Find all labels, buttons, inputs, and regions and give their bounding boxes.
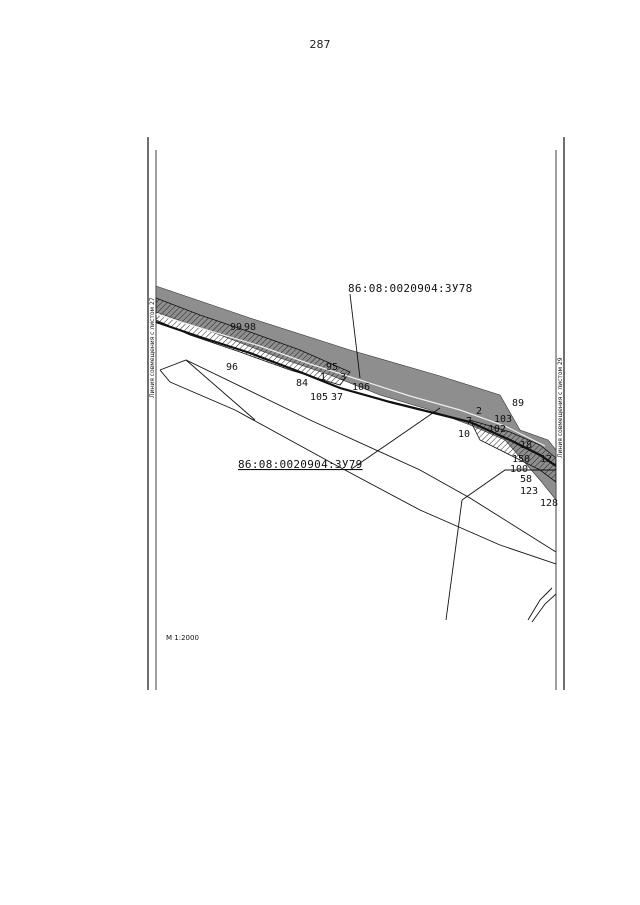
- curve-boundary: [527, 587, 553, 621]
- point-label: 103: [494, 414, 512, 425]
- side-label-right: Линия совмещения с листом 29: [557, 357, 564, 458]
- point-label: 105: [310, 392, 328, 403]
- point-label: 10: [458, 429, 470, 440]
- leader-line-lower: [349, 407, 441, 471]
- point-label: 128: [540, 498, 558, 509]
- map-scale: М 1:2000: [166, 634, 199, 642]
- side-label-left: Линия совмещения с листом 27: [149, 297, 156, 398]
- road-edge-line: [155, 313, 546, 447]
- parcel-boundary-road: [159, 369, 171, 383]
- leader-line-upper: [349, 293, 361, 379]
- road-axis-line: [155, 320, 556, 467]
- page-number: 287: [309, 38, 331, 51]
- parcel-label-upper: 86:08:0020904:3У78: [348, 282, 473, 295]
- parcel-label-lower: 86:08:0020904:3У79: [238, 458, 363, 471]
- point-label: 99: [230, 322, 242, 333]
- point-label: 84: [296, 378, 308, 389]
- point-label: 96: [226, 362, 238, 373]
- point-label: 2: [476, 406, 482, 417]
- point-label: 106: [352, 382, 370, 393]
- parcel-boundary-south: [185, 359, 256, 421]
- point-label: 123: [520, 486, 538, 497]
- hatched-zone-right: [469, 419, 556, 483]
- curve-boundary-2: [531, 593, 556, 623]
- parcel-boundary-outer: [159, 359, 556, 553]
- point-label: 100: [510, 464, 528, 475]
- sheet-frame: [147, 137, 565, 690]
- point-label: 1: [320, 372, 326, 383]
- point-label: 37: [331, 392, 343, 403]
- parcel-divider: [461, 469, 556, 501]
- point-label: 7: [466, 416, 472, 427]
- point-label: 95: [326, 362, 338, 373]
- point-label: 58: [520, 474, 532, 485]
- parcel-divider-south: [445, 499, 463, 621]
- point-label: 98: [244, 322, 256, 333]
- point-label: 18: [520, 440, 532, 451]
- parcel-boundary-inner: [169, 381, 556, 565]
- point-label: 12: [540, 454, 552, 465]
- point-label: 3: [340, 372, 346, 383]
- point-label: 150: [512, 454, 530, 465]
- point-label: 102: [488, 424, 506, 435]
- point-label: 89: [512, 398, 524, 409]
